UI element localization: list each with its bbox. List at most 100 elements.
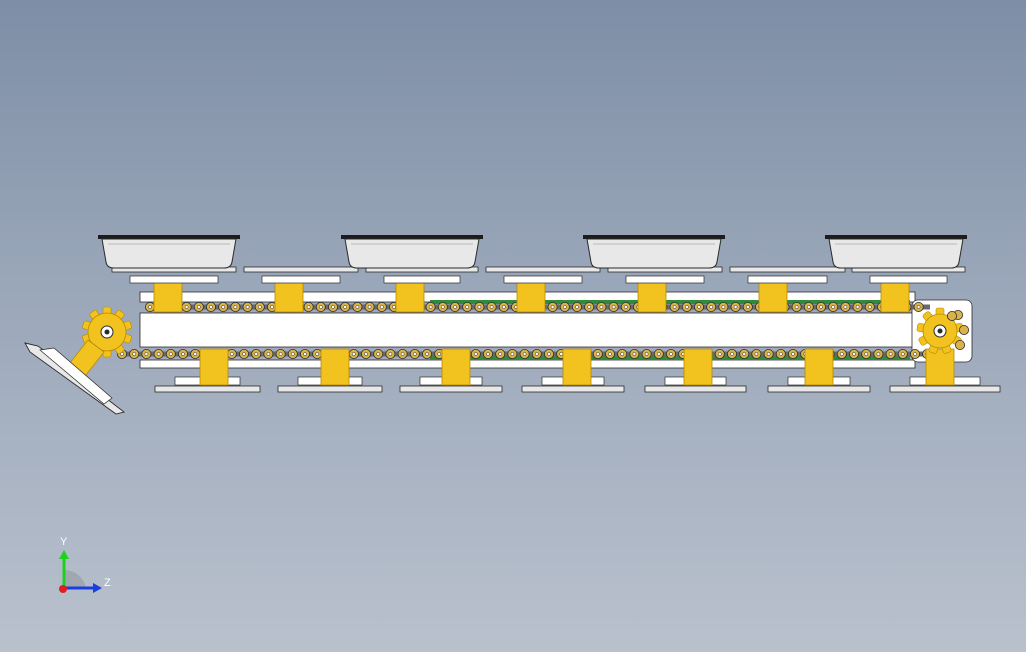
lower-slat-plate xyxy=(889,385,1001,393)
chain-pin xyxy=(254,352,259,356)
chain-pin xyxy=(831,305,836,309)
upper-slat-base xyxy=(625,275,705,284)
lower-carrier-bracket xyxy=(199,348,229,386)
chain-pin xyxy=(379,305,384,309)
upper-slat-base xyxy=(747,275,828,284)
upper-slat-base xyxy=(383,275,461,284)
product-trays[interactable] xyxy=(98,235,967,269)
chain-pin xyxy=(209,305,213,309)
upper-slat-plate xyxy=(243,266,359,273)
chain-pin xyxy=(709,305,714,309)
chain-pin xyxy=(196,305,201,309)
triad-z-arrow-icon xyxy=(93,583,102,593)
chain-pin xyxy=(193,352,198,356)
triad-z-label: Z xyxy=(104,577,111,589)
upper-slat-plate xyxy=(729,266,846,273)
lower-slat-plate xyxy=(154,385,261,393)
chain-pin xyxy=(465,305,470,309)
upper-slat-plate xyxy=(485,266,601,273)
chain-pin xyxy=(290,352,295,356)
chain-pin xyxy=(559,352,564,356)
chain-pin xyxy=(595,352,600,356)
view-orientation-triad: Y Z xyxy=(59,536,111,593)
chain-pin xyxy=(303,352,307,356)
chain-pin xyxy=(477,305,482,309)
chain-pin xyxy=(184,305,189,309)
lower-slat-plate xyxy=(277,385,383,393)
tray-rim xyxy=(341,235,483,239)
tray-body xyxy=(101,238,237,269)
triad-quadrant-shade xyxy=(64,569,86,588)
chain-pin xyxy=(132,352,137,356)
chain-pin xyxy=(181,352,185,356)
chain-pin xyxy=(501,305,506,309)
lower-carrier-bracket xyxy=(804,348,834,386)
chain-pin xyxy=(453,305,457,309)
chain-pin xyxy=(587,305,592,309)
chain-pin xyxy=(550,305,555,309)
upper-slat-base xyxy=(503,275,583,284)
lower-carrier-bracket xyxy=(925,348,955,386)
chain-pin xyxy=(534,352,539,356)
upper-guide-strip xyxy=(430,300,910,304)
lower-carrier-bracket xyxy=(562,348,592,386)
chain-pin xyxy=(806,305,811,309)
chain-pin xyxy=(669,352,673,356)
upper-slat-plates[interactable] xyxy=(111,266,966,284)
triad-x-axis-dot xyxy=(59,585,67,593)
tray-rim xyxy=(98,235,240,239)
chain-pin xyxy=(473,352,478,356)
tensioner-mount-base xyxy=(39,347,113,405)
chain-pin xyxy=(376,352,381,356)
chain-pin xyxy=(367,305,372,309)
chain-pin xyxy=(766,352,771,356)
chain-pin xyxy=(318,305,323,309)
chain-pin xyxy=(233,305,238,309)
chain-pin xyxy=(599,305,604,309)
chain-pin xyxy=(839,352,844,356)
chain-pin xyxy=(876,352,881,356)
triad-y-label: Y xyxy=(60,536,68,548)
chain-pin xyxy=(351,352,356,356)
chain-pin xyxy=(547,352,551,356)
chain-pin xyxy=(498,352,503,356)
chain-pin xyxy=(644,352,649,356)
chain-pin xyxy=(412,352,417,356)
chain-pin xyxy=(156,352,161,356)
chain-pin xyxy=(864,352,869,356)
lower-carrier-bracket xyxy=(683,348,713,386)
chain-pin xyxy=(745,305,750,309)
sprocket-bore xyxy=(104,329,110,335)
tray-rim xyxy=(825,235,967,239)
chain-pin xyxy=(440,305,445,309)
chain-pin xyxy=(245,305,250,309)
chain-pin xyxy=(794,305,799,309)
chain-roller xyxy=(955,339,966,350)
tray-body xyxy=(586,238,722,269)
lower-slat-plate xyxy=(644,385,747,393)
chain-pin xyxy=(400,352,405,356)
tray-body xyxy=(828,238,964,269)
chain-pin xyxy=(306,305,311,309)
chain-pin xyxy=(562,305,567,309)
chain-pin xyxy=(229,352,234,356)
upper-slat-base xyxy=(129,275,219,284)
lower-slat-plate xyxy=(521,385,625,393)
chain-pin xyxy=(913,352,917,356)
chain-pin xyxy=(437,352,442,356)
chain-pin xyxy=(684,305,689,309)
chain-pin xyxy=(611,305,616,309)
chain-pin xyxy=(852,352,856,356)
lower-carrier-bracket xyxy=(320,348,350,386)
chain-pin xyxy=(486,352,490,356)
chain-pin xyxy=(522,352,527,356)
sprockets[interactable] xyxy=(82,306,970,358)
chain-pin xyxy=(315,352,320,356)
chain-pin xyxy=(343,305,348,309)
tensioner-arm[interactable] xyxy=(24,339,126,415)
chain-pin xyxy=(331,305,335,309)
chain-pin xyxy=(632,352,637,356)
chain-pin xyxy=(855,305,860,309)
